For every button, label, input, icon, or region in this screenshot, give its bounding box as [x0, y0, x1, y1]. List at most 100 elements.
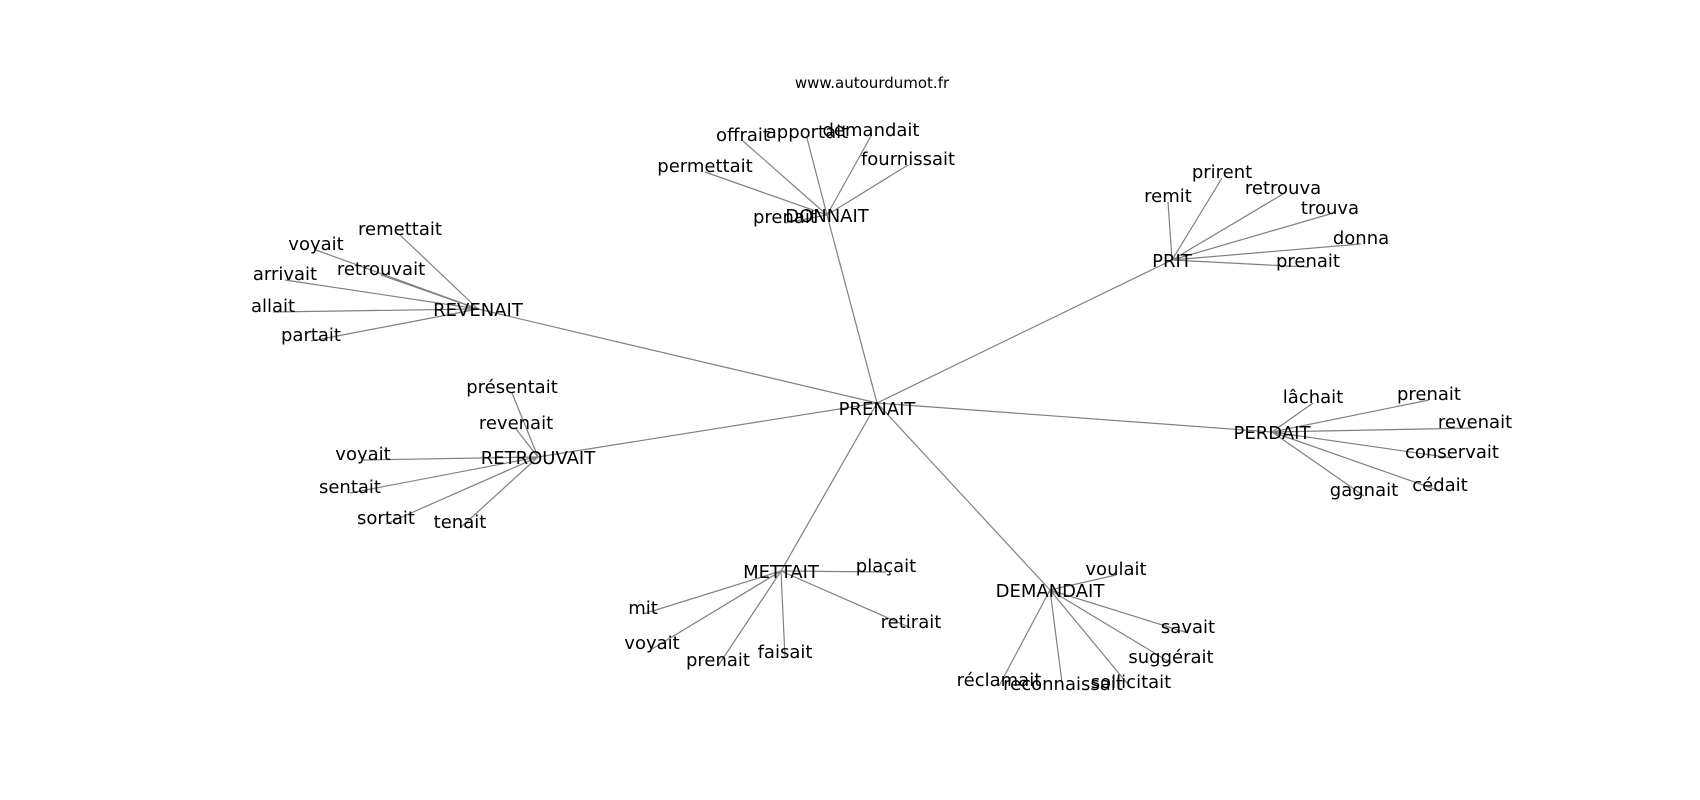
- edge-mettait-placait: [780, 570, 887, 573]
- leaf-node-demandait-reclamait[interactable]: réclamait: [957, 670, 1042, 691]
- leaf-node-perdait-lachait[interactable]: lâchait: [1283, 387, 1343, 408]
- edge-center-retrouvait: [537, 402, 878, 458]
- edge-prit-retrouva: [1171, 193, 1284, 261]
- edge-perdait-conservait: [1271, 431, 1453, 459]
- hub-node-mettait[interactable]: METTAIT: [743, 562, 820, 583]
- edge-revenait-partait: [310, 308, 479, 342]
- edge-demandait-reclamait: [998, 589, 1051, 687]
- edge-perdait-gagnait: [1271, 431, 1365, 497]
- leaf-node-revenait-voyait[interactable]: voyait: [288, 234, 343, 255]
- edge-retrouvait-revenait: [515, 428, 539, 458]
- leaf-node-mettait-retirait[interactable]: retirait: [881, 612, 942, 633]
- edge-mettait-voyait: [651, 570, 782, 650]
- edge-perdait-revenait: [1271, 427, 1476, 433]
- edge-mettait-mit: [642, 570, 782, 615]
- leaf-node-retrouvait-tenait[interactable]: tenait: [434, 512, 487, 533]
- edge-center-mettait: [780, 402, 878, 572]
- leaf-node-donnait-fournissait[interactable]: fournissait: [861, 149, 955, 170]
- leaf-node-perdait-cedait[interactable]: cédait: [1412, 475, 1468, 496]
- edge-donnait-permettait: [704, 171, 828, 216]
- hub-node-prit[interactable]: PRIT: [1152, 251, 1193, 272]
- edge-prit-trouva: [1171, 213, 1331, 261]
- leaf-node-mettait-voyait[interactable]: voyait: [624, 633, 679, 654]
- leaf-node-donnait-offrait[interactable]: offrait: [716, 125, 770, 146]
- leaf-node-retrouvait-revenait[interactable]: revenait: [479, 413, 553, 434]
- edge-perdait-cedait: [1271, 431, 1441, 492]
- edges: [272, 135, 1476, 691]
- edge-mettait-faisait: [780, 570, 786, 659]
- edge-retrouvait-presentait: [511, 392, 539, 458]
- leaf-node-perdait-gagnait[interactable]: gagnait: [1330, 480, 1398, 501]
- edge-prit-remit: [1167, 201, 1173, 261]
- leaf-node-demandait-suggerait[interactable]: suggérait: [1128, 647, 1213, 668]
- center-node-prenait[interactable]: PRENAIT: [839, 399, 917, 420]
- edge-revenait-remettait: [399, 234, 479, 310]
- edge-center-perdait: [876, 402, 1273, 433]
- edge-demandait-reconnaissait: [1049, 589, 1064, 691]
- leaf-node-perdait-conservait[interactable]: conservait: [1405, 442, 1499, 463]
- edge-prit-prenait: [1171, 259, 1309, 268]
- edge-revenait-allait: [272, 308, 479, 313]
- edge-retrouvait-tenait: [459, 456, 539, 529]
- edge-center-demandait: [876, 402, 1051, 591]
- edge-revenait-retrouvait: [380, 274, 479, 310]
- edge-demandait-sollicitait: [1049, 589, 1132, 689]
- leaf-node-demandait-savait[interactable]: savait: [1161, 617, 1215, 638]
- hub-node-perdait[interactable]: PERDAIT: [1234, 423, 1312, 444]
- leaf-node-prit-prenait[interactable]: prenait: [1276, 251, 1340, 272]
- edge-prit-prirent: [1171, 177, 1223, 261]
- leaf-node-retrouvait-sortait[interactable]: sortait: [357, 508, 415, 529]
- leaf-node-prit-trouva[interactable]: trouva: [1301, 198, 1359, 219]
- leaf-node-donnait-apportait[interactable]: apportait: [766, 122, 848, 143]
- leaf-node-perdait-revenait[interactable]: revenait: [1438, 412, 1512, 433]
- leaf-node-prit-remit[interactable]: remit: [1144, 186, 1192, 207]
- leaf-node-demandait-reconnaissait[interactable]: reconnaissait: [1003, 674, 1123, 695]
- leaf-node-revenait-partait[interactable]: partait: [281, 325, 341, 346]
- leaf-node-demandait-sollicitait[interactable]: sollicitait: [1091, 672, 1171, 693]
- edge-revenait-arrivait: [284, 279, 479, 310]
- leaf-node-prit-donna[interactable]: donna: [1333, 228, 1389, 249]
- leaf-node-donnait-prenait[interactable]: prenait: [753, 207, 817, 228]
- leaf-node-revenait-arrivait[interactable]: arrivait: [253, 264, 317, 285]
- leaf-node-prit-retrouva[interactable]: retrouva: [1245, 178, 1321, 199]
- edge-demandait-voulait: [1049, 574, 1117, 591]
- leaf-node-donnait-permettait[interactable]: permettait: [657, 156, 752, 177]
- leaf-node-retrouvait-voyait[interactable]: voyait: [335, 444, 390, 465]
- edge-mettait-retirait: [780, 570, 912, 629]
- edge-donnait-prenait: [784, 214, 828, 224]
- edge-center-revenait: [477, 308, 878, 404]
- edge-prit-donna: [1171, 243, 1362, 261]
- edge-retrouvait-sentait: [349, 456, 539, 494]
- edge-donnait-apportait: [806, 137, 828, 216]
- leaf-node-mettait-prenait[interactable]: prenait: [686, 650, 750, 671]
- edge-demandait-savait: [1049, 589, 1189, 634]
- hub-node-donnait[interactable]: DONNAIT: [785, 206, 870, 227]
- leaf-node-mettait-placait[interactable]: plaçait: [856, 556, 916, 577]
- edge-perdait-prenait: [1271, 399, 1430, 433]
- edge-center-prit: [876, 259, 1173, 404]
- leaf-node-revenait-allait[interactable]: allait: [251, 296, 295, 317]
- site-title: www.autourdumot.fr: [795, 74, 950, 92]
- leaf-node-mettait-mit[interactable]: mit: [628, 598, 658, 619]
- leaf-node-perdait-prenait[interactable]: prenait: [1397, 384, 1461, 405]
- edge-center-donnait: [826, 214, 878, 404]
- hub-node-retrouvait[interactable]: RETROUVAIT: [481, 448, 597, 469]
- hub-node-revenait[interactable]: REVENAIT: [433, 300, 524, 321]
- leaf-node-retrouvait-sentait[interactable]: sentait: [319, 477, 381, 498]
- leaf-node-retrouvait-presentait[interactable]: présentait: [466, 377, 558, 398]
- leaf-node-demandait-voulait[interactable]: voulait: [1085, 559, 1146, 580]
- leaf-node-revenait-remettait[interactable]: remettait: [358, 219, 442, 240]
- leaf-node-revenait-retrouvait[interactable]: retrouvait: [337, 259, 425, 280]
- edge-donnait-fournissait: [826, 164, 909, 216]
- leaf-node-mettait-faisait[interactable]: faisait: [758, 642, 813, 663]
- edge-donnait-demandait: [826, 135, 872, 216]
- edge-perdait-lachait: [1271, 402, 1314, 433]
- leaf-node-donnait-demandait[interactable]: demandait: [823, 120, 920, 141]
- edge-retrouvait-voyait: [362, 456, 539, 461]
- edge-mettait-prenait: [717, 570, 782, 667]
- hub-node-demandait[interactable]: DEMANDAIT: [996, 581, 1106, 602]
- edge-retrouvait-sortait: [385, 456, 539, 525]
- leaf-node-prit-prirent[interactable]: prirent: [1192, 162, 1252, 183]
